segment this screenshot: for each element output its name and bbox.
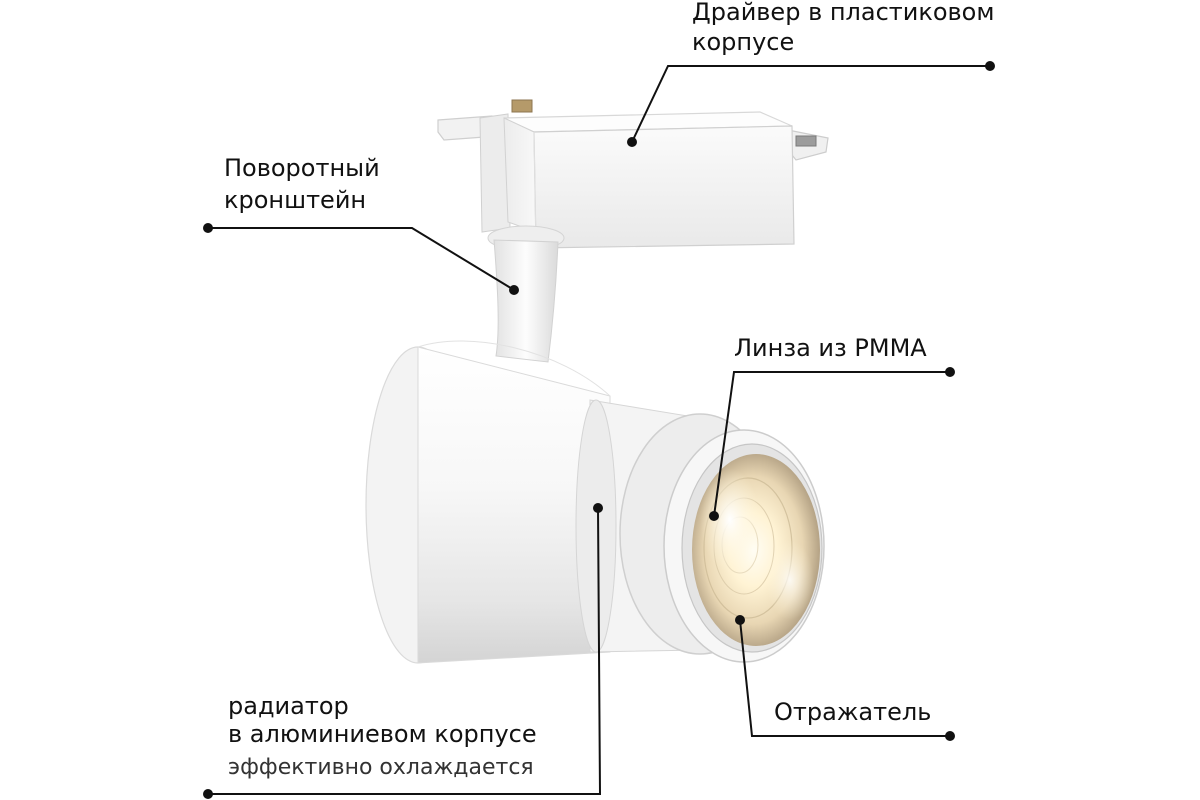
callout-radiator-note: эффективно охлаждается xyxy=(228,755,534,780)
leader-dot xyxy=(627,137,637,147)
callout-radiator-line1: радиатор xyxy=(228,692,349,720)
leader-dot xyxy=(203,789,213,799)
callout-bracket-line1: Поворотный xyxy=(224,154,380,182)
callout-driver-line2: корпусе xyxy=(692,28,795,56)
leader-dot xyxy=(735,615,745,625)
leader-driver xyxy=(631,65,990,143)
leader-dot xyxy=(945,367,955,377)
leader-dot xyxy=(709,511,719,521)
callout-driver-line1: Драйвер в пластиковом xyxy=(692,0,995,26)
leader-radiator xyxy=(208,507,602,795)
callout-bracket-line2: кронштейн xyxy=(224,186,367,214)
leader-dot xyxy=(985,61,995,71)
leader-lines xyxy=(208,65,990,795)
leader-lens xyxy=(713,371,950,517)
leader-reflector xyxy=(739,619,950,737)
leader-dot xyxy=(203,223,213,233)
leader-dots xyxy=(203,61,995,799)
callout-lens: Линза из PMMA xyxy=(734,334,927,362)
leader-bracket xyxy=(208,227,515,291)
reflector-lens xyxy=(692,454,820,646)
callout-reflector: Отражатель xyxy=(774,698,932,726)
leader-dot xyxy=(593,503,603,513)
swivel-bracket xyxy=(487,225,565,363)
leader-dot xyxy=(509,285,519,295)
leader-dot xyxy=(945,731,955,741)
driver-housing xyxy=(437,99,829,249)
callout-radiator-line2: в алюминиевом корпусе xyxy=(228,720,537,748)
